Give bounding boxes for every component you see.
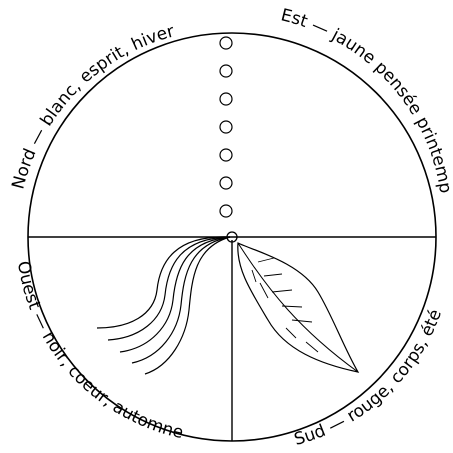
label-sud-text: Sud — rouge, corps, été [292,307,446,450]
label-ouest-text: Ouest — noir, coeur, automne [13,260,185,444]
label-sud: Sud — rouge, corps, été [292,307,446,450]
bead-string-icon [220,37,232,217]
label-nord-text: Nord — blanc, esprit, hiver [8,21,176,191]
hair-strands-icon [97,237,230,374]
label-ouest: Ouest — noir, coeur, automne [13,260,185,444]
leaf-icon [238,243,358,372]
label-nord: Nord — blanc, esprit, hiver [8,21,176,191]
